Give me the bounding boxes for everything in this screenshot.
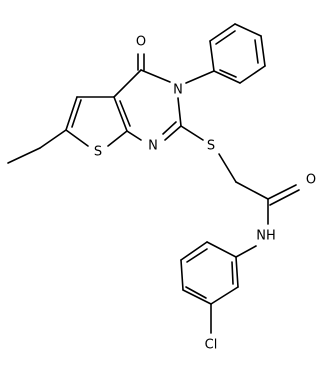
bond-ring-c4a-c4 — [113, 69, 142, 98]
bond-chlorophenyl-2 — [210, 286, 239, 305]
bond-thiophene-c4a-c7a — [113, 96, 128, 132]
bond-amide-c-o-a — [267, 184, 297, 200]
bond-ch2-carbonyl — [235, 181, 269, 200]
bond-n3-phenyl — [185, 70, 215, 84]
bond-phenyl-double-a — [215, 30, 236, 45]
bond-chlorophenyl-double-c — [186, 248, 208, 263]
bond-phenyl-2 — [209, 23, 236, 42]
bond-chlorophenyl-4 — [180, 259, 184, 291]
bond-phenyl-1 — [209, 40, 215, 72]
bond-chlorophenyl-double-a — [231, 261, 234, 285]
bond-thiophene-s-c7a — [107, 130, 128, 147]
bond-thiophene-c4a-c7a-double — [119, 100, 131, 127]
atom-cl: Cl — [205, 338, 218, 353]
bond-chlorophenyl-double-b — [185, 286, 207, 299]
bond-s-ch2 — [218, 153, 237, 183]
bond-ethyl-ch2-thiophene — [39, 129, 67, 149]
bond-chlorophenyl-1 — [235, 256, 239, 288]
bond-chlorophenyl-3 — [182, 289, 212, 305]
bond-ethyl-ch3-ch2 — [7, 147, 41, 164]
atom-s-thioether: S — [207, 139, 215, 154]
bond-amide-c-o-b — [269, 189, 300, 206]
bond-phenyl-double-c — [219, 69, 237, 78]
atom-n-lower: N — [148, 139, 158, 154]
bond-phenyl-double-b — [254, 39, 259, 64]
atom-n-phenyl: N — [173, 83, 183, 98]
bond-ring-c4-n3 — [140, 69, 171, 83]
bond-nh-aryl — [235, 245, 257, 258]
bond-thiophene-c6-s — [65, 129, 89, 147]
bond-chlorophenyl-6 — [206, 241, 237, 258]
bond-phenyl-4 — [260, 35, 266, 67]
atom-s-thiophene: S — [94, 145, 102, 160]
atom-o-carbonyl: O — [136, 35, 146, 50]
bond-thiophene-c6-c5 — [65, 96, 78, 131]
bond-phenyl-5 — [239, 65, 266, 84]
bond-thiophene-c5-c6-double — [71, 99, 82, 128]
atom-nh-amide: NH — [256, 229, 276, 244]
bond-ring-c2-n1 — [164, 125, 182, 141]
bond-ring-n1-c7a — [126, 130, 142, 141]
bond-phenyl-6 — [213, 70, 241, 84]
bond-c2-s — [180, 125, 204, 141]
bond-chlorophenyl-5 — [180, 241, 208, 261]
atom-o-amide: O — [306, 173, 316, 188]
bond-ring-n3-c2 — [177, 97, 182, 127]
bond-ring-c2-n1-double — [162, 121, 177, 135]
bond-phenyl-3 — [234, 23, 262, 37]
